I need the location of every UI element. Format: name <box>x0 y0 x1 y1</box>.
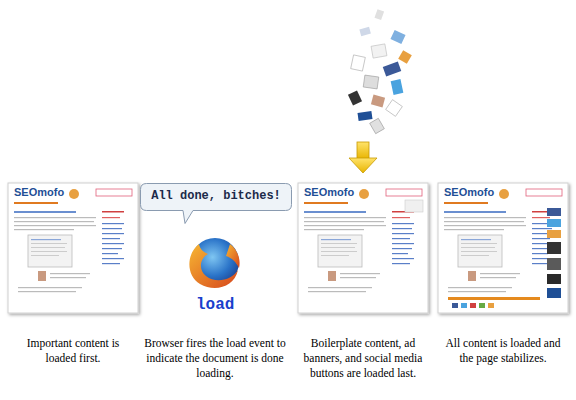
site-logo-text: SEOmofo <box>444 186 494 198</box>
event-name: load <box>196 296 234 314</box>
site-logo-text: SEOmofo <box>304 186 354 198</box>
step-caption: All content is loaded and the page stabi… <box>443 336 563 366</box>
down-arrow <box>349 142 377 173</box>
falling-page-parts <box>348 9 412 133</box>
loaded-extras <box>448 208 561 308</box>
page-thumbnail <box>8 183 138 313</box>
step-caption: Browser fires the load event to indicate… <box>135 336 295 381</box>
site-logo-text: SEOmofo <box>14 186 64 198</box>
step-caption: Important content is loaded first. <box>13 336 133 366</box>
loading-banner <box>405 200 423 212</box>
firefox-logo <box>189 238 239 288</box>
step-caption: Boilerplate content, ad banners, and soc… <box>301 336 425 381</box>
page-thumbnail <box>298 183 428 313</box>
firefox-tail <box>226 244 240 268</box>
page-thumbnail <box>438 183 568 313</box>
node-text: All done, bitches! <box>150 189 282 203</box>
speech-bubble-border <box>141 184 292 224</box>
speech-bubble: All done, bitches! <box>140 183 292 211</box>
